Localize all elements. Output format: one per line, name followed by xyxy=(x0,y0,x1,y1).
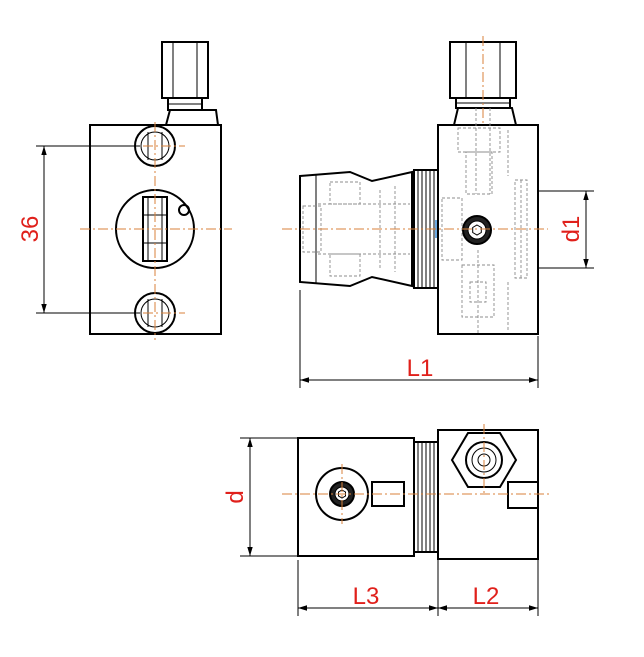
front-view: d1 L1 xyxy=(282,36,594,388)
dimension-label-L3: L3 xyxy=(353,583,380,610)
set-screw-front xyxy=(462,215,492,245)
dimension-label-d: d xyxy=(222,490,249,503)
hidden-internals xyxy=(302,108,528,334)
dimension-label-36: 36 xyxy=(17,216,44,243)
dimension-label-L2: L2 xyxy=(473,583,500,610)
dimension-36: 36 xyxy=(17,145,140,314)
dimension-d1: d1 xyxy=(538,190,594,269)
top-view: d L3 L2 xyxy=(222,424,550,616)
dimension-label-L1: L1 xyxy=(407,355,434,382)
dimension-L3: L3 xyxy=(297,560,439,616)
dimension-L2: L2 xyxy=(438,560,539,616)
top-fitting-left xyxy=(161,41,220,126)
dimension-label-d1: d1 xyxy=(558,216,585,243)
threaded-rings-top xyxy=(413,441,439,553)
dimension-L1: L1 xyxy=(299,290,539,388)
side-port-top xyxy=(507,481,539,509)
side-view-left: 36 xyxy=(17,41,232,340)
coupling-sleeve xyxy=(299,170,413,288)
dimension-d: d xyxy=(222,437,298,557)
